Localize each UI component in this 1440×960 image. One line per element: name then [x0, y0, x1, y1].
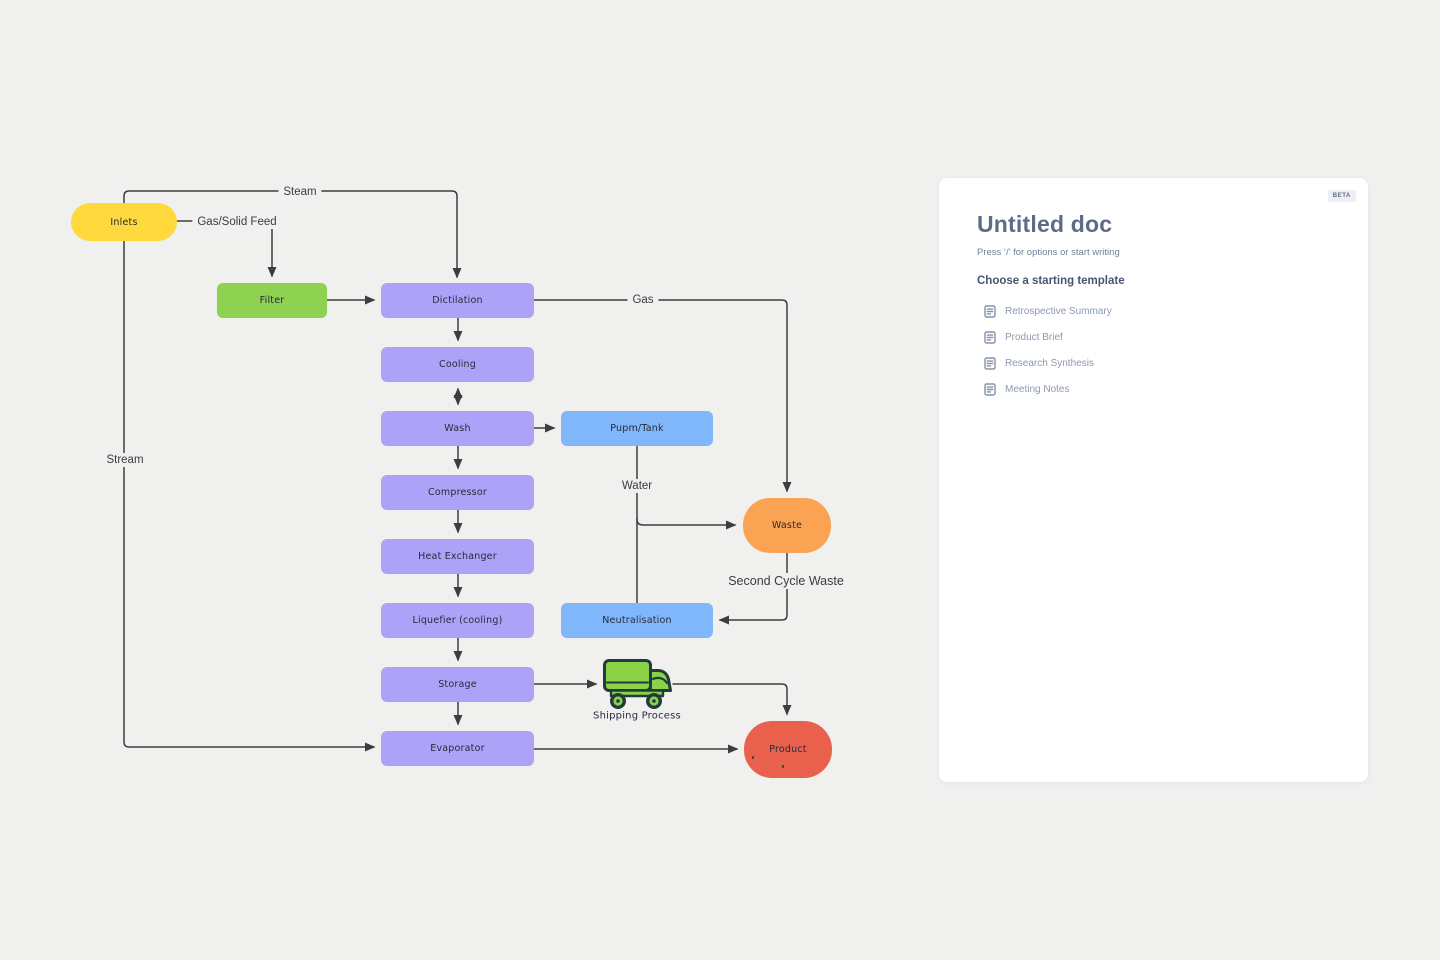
edge-label-gas-solid-feed[interactable]: Gas/Solid Feed [192, 215, 282, 229]
node-waste[interactable]: Waste [743, 498, 831, 553]
stray-dot [752, 756, 754, 759]
node-storage[interactable]: Storage [381, 667, 534, 702]
document-icon [984, 356, 996, 370]
doc-title[interactable]: Untitled doc [977, 211, 1113, 237]
template-list: Retrospective Summary Product Brief Rese… [977, 298, 1330, 402]
node-product[interactable]: Product [744, 721, 832, 778]
template-label: Product Brief [1005, 331, 1063, 343]
template-section-heading: Choose a starting template [977, 275, 1125, 287]
template-label: Retrospective Summary [1005, 305, 1112, 317]
edge-label-stream[interactable]: Stream [101, 453, 149, 467]
template-item-meeting-notes[interactable]: Meeting Notes [977, 376, 1330, 402]
node-neutralisation[interactable]: Neutralisation [561, 603, 713, 638]
edge-label-gas[interactable]: Gas [627, 293, 659, 307]
template-item-retrospective-summary[interactable]: Retrospective Summary [977, 298, 1330, 324]
template-item-research-synthesis[interactable]: Research Synthesis [977, 350, 1330, 376]
node-liquefier[interactable]: Liquefier (cooling) [381, 603, 534, 638]
stray-dot [782, 765, 784, 768]
node-cooling[interactable]: Cooling [381, 347, 534, 382]
edge-label-steam[interactable]: Steam [278, 185, 322, 199]
node-wash[interactable]: Wash [381, 411, 534, 446]
template-item-product-brief[interactable]: Product Brief [977, 324, 1330, 350]
edge-label-second-cycle-waste[interactable]: Second Cycle Waste [723, 573, 849, 589]
document-icon [984, 330, 996, 344]
node-heat-exchanger[interactable]: Heat Exchanger [381, 539, 534, 574]
node-filter[interactable]: Filter [217, 283, 327, 318]
edge-label-shipping-process[interactable]: Shipping Process [593, 710, 681, 722]
beta-badge: BETA [1327, 190, 1356, 202]
template-label: Meeting Notes [1005, 383, 1070, 395]
node-inlets[interactable]: Inlets [71, 203, 177, 241]
truck-icon[interactable] [601, 657, 673, 715]
doc-panel: BETA Untitled doc Press ‘/’ for options … [939, 178, 1368, 782]
flow-connectors [123, 190, 792, 754]
document-icon [984, 382, 996, 396]
edge-label-water[interactable]: Water [616, 479, 658, 493]
template-label: Research Synthesis [1005, 357, 1094, 369]
editor-placeholder[interactable]: Press ‘/’ for options or start writing [977, 247, 1120, 258]
node-compressor[interactable]: Compressor [381, 475, 534, 510]
node-pump-tank[interactable]: Pupm/Tank [561, 411, 713, 446]
document-icon [984, 304, 996, 318]
node-distillation[interactable]: Dictilation [381, 283, 534, 318]
node-evaporator[interactable]: Evaporator [381, 731, 534, 766]
